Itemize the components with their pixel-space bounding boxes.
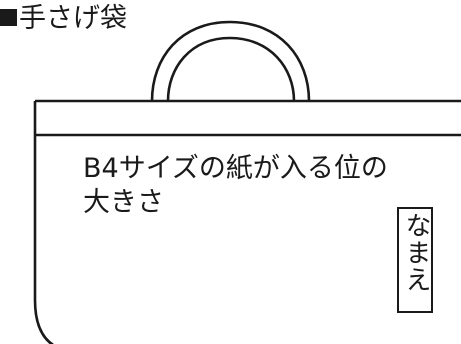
bag-size-note-line2: 大きさ: [83, 187, 164, 218]
black-square-icon: [0, 9, 17, 26]
bag-handle-outer: [150, 20, 311, 102]
bag-body: [33, 99, 461, 344]
heading-label: 手さげ袋: [19, 3, 127, 34]
name-box-label: なまえ: [401, 212, 431, 293]
bag-size-note-line1: B4サイズの紙が入る位の: [83, 153, 388, 184]
heading: 手さげ袋: [0, 2, 127, 36]
bag-handle-inner: [166, 36, 296, 102]
name-box: なまえ: [397, 207, 433, 313]
bag-size-note: B4サイズの紙が入る位の 大きさ: [83, 152, 388, 220]
